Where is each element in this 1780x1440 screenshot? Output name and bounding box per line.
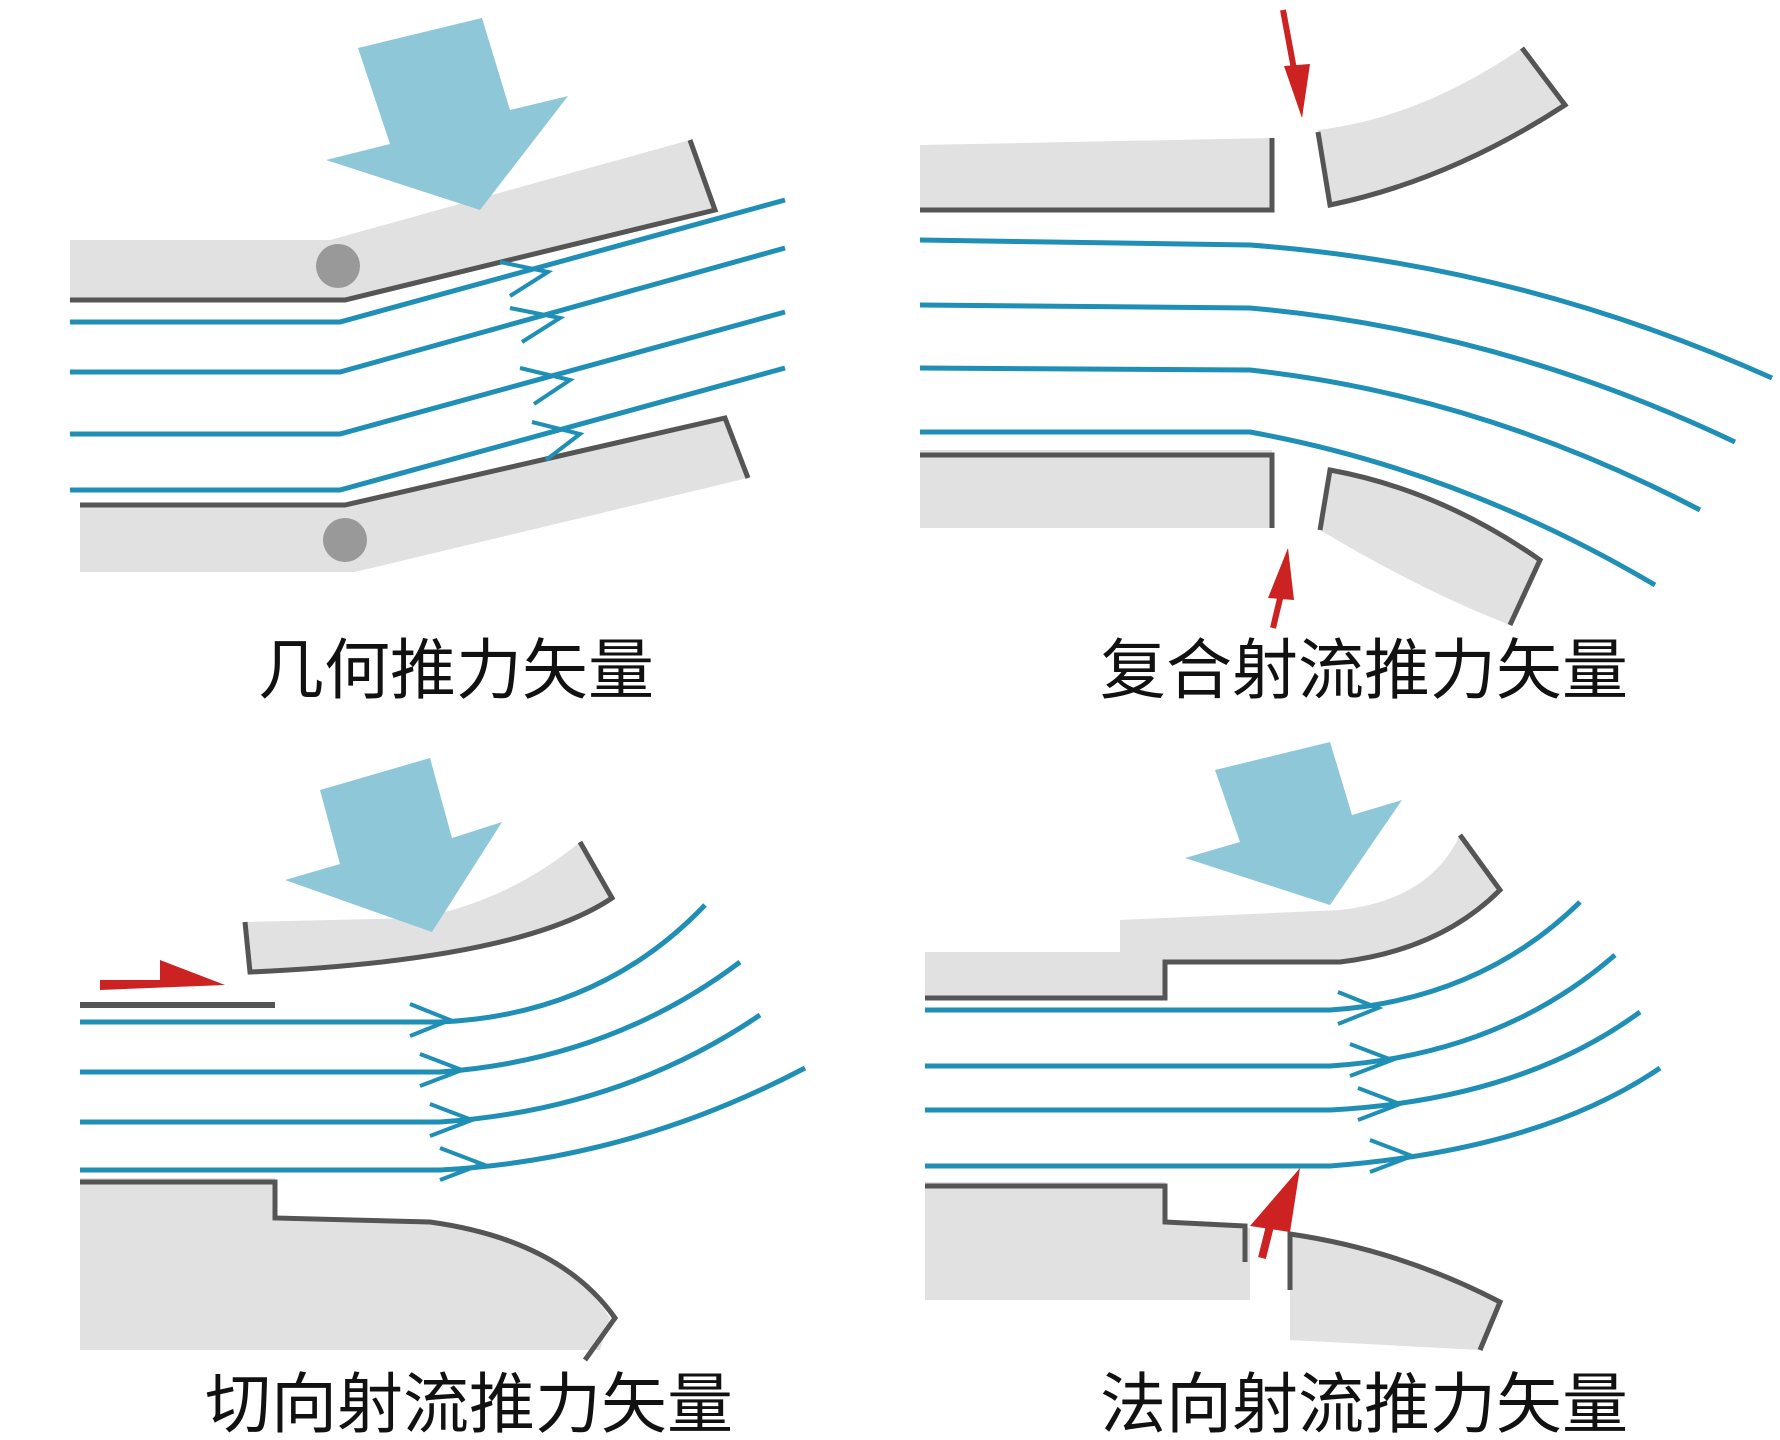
lower-flap-edge bbox=[1287, 1231, 1504, 1351]
flow-line bbox=[925, 953, 1617, 1069]
lower-wall-edge bbox=[925, 1183, 1248, 1262]
lower-nozzle-wall bbox=[80, 1178, 610, 1350]
lower-hinge-icon bbox=[323, 518, 367, 562]
control-jet-arrow-icon bbox=[1284, 64, 1310, 118]
flow-chevron-icon bbox=[509, 306, 566, 344]
flow-line bbox=[80, 903, 707, 1025]
flow-chevron-icon bbox=[409, 1002, 456, 1038]
caption-geometric-thrust-vectoring: 几何推力矢量 bbox=[258, 632, 654, 709]
upper-nozzle-wall bbox=[920, 138, 1272, 210]
flow-line bbox=[919, 237, 1774, 381]
control-jet-arrow-icon bbox=[100, 960, 225, 990]
lower-nozzle-wall bbox=[920, 450, 1272, 528]
flow-line bbox=[920, 429, 1657, 588]
lower-wall-edge bbox=[80, 1179, 619, 1362]
flow-chevron-icon bbox=[1349, 1042, 1398, 1078]
flow-line bbox=[925, 900, 1582, 1013]
flow-line bbox=[919, 365, 1702, 513]
flow-line bbox=[925, 1009, 1642, 1113]
upper-wall-edge bbox=[70, 139, 719, 303]
flow-line bbox=[70, 245, 786, 375]
thrust-direction-arrow-icon bbox=[1185, 742, 1402, 905]
flow-chevron-icon bbox=[429, 1102, 478, 1138]
lower-wall-edge bbox=[920, 452, 1275, 528]
flow-line bbox=[925, 1065, 1662, 1169]
upper-nozzle-wall bbox=[70, 140, 715, 300]
lower-nozzle-wall bbox=[925, 1182, 1250, 1300]
upper-flap-edge bbox=[1315, 46, 1569, 208]
panel-combined-jet bbox=[919, 9, 1774, 629]
caption-combined-jet-thrust-vectoring: 复合射流推力矢量 bbox=[1100, 632, 1628, 709]
flow-chevron-icon bbox=[499, 260, 554, 298]
thrust-direction-arrow-icon bbox=[326, 18, 568, 210]
flow-chevron-icon bbox=[519, 366, 575, 406]
lower-flap-edge bbox=[1317, 467, 1544, 627]
lower-wall-edge bbox=[80, 415, 751, 508]
flow-chevron-icon bbox=[1337, 990, 1384, 1026]
upper-wall-edge bbox=[920, 138, 1275, 213]
flow-chevron-icon bbox=[531, 420, 585, 462]
panel-tangential-jet bbox=[80, 758, 807, 1362]
flow-chevron-icon bbox=[439, 1146, 488, 1182]
lower-curved-flap bbox=[1290, 1234, 1500, 1350]
flow-line bbox=[919, 302, 1737, 445]
flow-chevron-icon bbox=[1357, 1086, 1406, 1122]
flow-chevron-icon bbox=[419, 1052, 468, 1088]
upper-curved-flap bbox=[245, 842, 612, 972]
control-jet-arrow-icon bbox=[1268, 548, 1294, 600]
upper-hinge-icon bbox=[316, 244, 360, 288]
flow-chevron-icon bbox=[1369, 1138, 1418, 1174]
flow-line bbox=[70, 309, 786, 437]
lower-curved-flap bbox=[1320, 470, 1540, 625]
upper-curved-flap bbox=[1318, 48, 1565, 205]
upper-wall-edge bbox=[925, 833, 1504, 1001]
flow-line bbox=[70, 365, 786, 493]
caption-tangential-jet-thrust-vectoring: 切向射流推力矢量 bbox=[205, 1366, 733, 1440]
thrust-direction-arrow-icon bbox=[285, 758, 502, 932]
lower-nozzle-wall bbox=[80, 418, 748, 572]
control-jet-arrow-icon bbox=[1250, 1168, 1300, 1232]
caption-normal-jet-thrust-vectoring: 法向射流推力矢量 bbox=[1100, 1366, 1628, 1440]
panel-normal-jet bbox=[925, 742, 1662, 1351]
flow-line bbox=[80, 1065, 807, 1173]
upper-flap-edge bbox=[242, 840, 616, 975]
flow-line bbox=[70, 197, 786, 325]
flow-line bbox=[80, 960, 742, 1075]
panel-geometric bbox=[70, 18, 786, 572]
